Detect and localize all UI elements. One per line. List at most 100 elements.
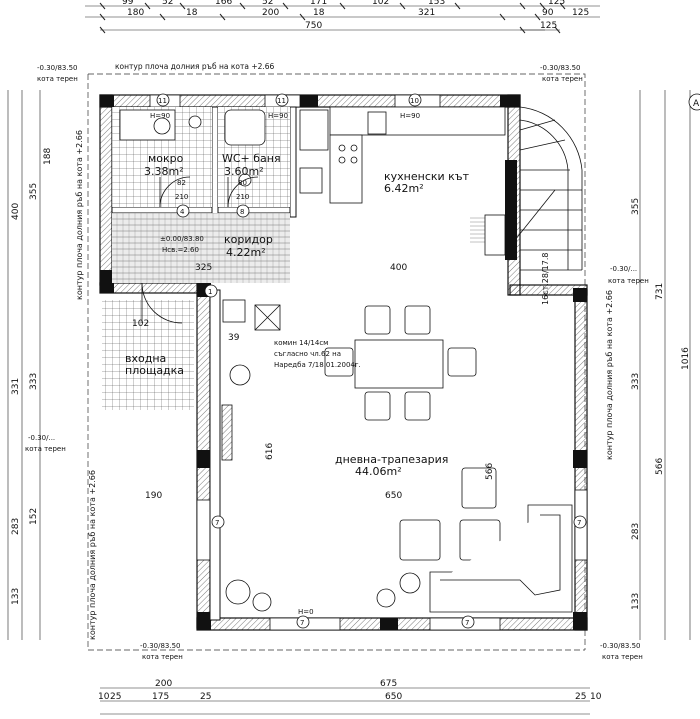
dim-bottom2-0: 10 <box>98 692 110 702</box>
inner-dim-1: 400 <box>390 263 407 273</box>
right-dim-values: 355 333 1016 283 133 566 731 <box>631 198 691 610</box>
terrain-value-bl: -0.30/83.50 <box>140 642 181 650</box>
inner-dim-0: 325 <box>195 263 212 273</box>
height-labels: H=90 H=90 H=90 H=0 <box>150 112 420 616</box>
dim-top1-2: 166 <box>215 0 232 7</box>
door-tag-7c: 7 <box>465 619 469 627</box>
inner-dims: 325 400 616 566 650 190 39 102 <box>132 263 495 501</box>
dim-top1-1: 52 <box>162 0 173 7</box>
dim-top2-3: 18 <box>313 8 325 18</box>
dim-top4: 125 <box>540 21 557 31</box>
door-tag-11a: 11 <box>158 97 167 105</box>
door-tag-1: 1 <box>208 288 212 296</box>
corridor-floor <box>112 213 290 283</box>
door-tag-4-w: 82 <box>177 179 186 187</box>
chimney <box>221 299 281 461</box>
terrain-label-br: кота терен <box>602 653 643 661</box>
dim-top2-1: 18 <box>186 8 198 18</box>
dim-top2-4: 321 <box>418 8 435 18</box>
room-bath-area: 3.38m² <box>144 165 184 178</box>
terrain-value-tl: -0.30/83.50 <box>37 64 78 72</box>
door-tag-4-h: 210 <box>175 193 188 201</box>
axis-a: A <box>693 99 700 109</box>
left-dimensions <box>7 90 41 640</box>
corridor-hsv: Нсв.=2.60 <box>162 246 199 254</box>
inner-dim-5: 190 <box>145 491 162 501</box>
chimney-note-3: Наредба 7/18.01.2004г. <box>274 361 361 369</box>
dim-bottom2-5: 25 <box>575 692 586 702</box>
staircase <box>514 106 583 271</box>
door-tag-8: 8 <box>240 208 244 216</box>
dim-right-3: 283 <box>631 523 641 540</box>
dim-top1-3: 52 <box>262 0 273 7</box>
h-label-2: H=90 <box>400 112 420 120</box>
dim-right-6: 731 <box>655 283 665 300</box>
entrance-floor <box>102 300 194 410</box>
top-dim-values: 99 52 166 52 171 102 153 125 180 18 200 … <box>122 0 589 31</box>
room-bath-name: мокро <box>148 152 184 165</box>
wall-columns <box>100 95 587 630</box>
chimney-note-1: комин 14/14см <box>274 339 328 347</box>
dim-right-0: 355 <box>631 198 641 215</box>
axis-markers: A <box>688 93 700 111</box>
dim-top1-0: 99 <box>122 0 134 7</box>
dim-bottom2-6: 10 <box>590 692 602 702</box>
dim-top1-4: 171 <box>310 0 327 7</box>
door-tag-8-w: 80 <box>238 179 247 187</box>
dim-bottom2-2: 175 <box>152 692 169 702</box>
dim-top1-7: 125 <box>548 0 565 7</box>
right-dimensions <box>639 90 691 640</box>
dim-bottom2-3: 25 <box>200 692 211 702</box>
dim-top3: 750 <box>305 21 322 31</box>
dim-bottom1-1: 675 <box>380 679 397 689</box>
dim-bottom1-0: 200 <box>155 679 172 689</box>
dim-right-5: 566 <box>655 458 665 475</box>
room-wc-area: 3.60m² <box>224 165 264 178</box>
dim-bottom2-1: 25 <box>110 692 121 702</box>
contour-note-left2: контур плоча долния ръб на кота +2.66 <box>88 470 97 640</box>
door-tag-10: 10 <box>410 97 419 105</box>
dim-top1-6: 153 <box>428 0 445 7</box>
bottom-dim-values: 200 675 10 25 175 25 650 25 10 <box>98 679 602 702</box>
dim-left-4: 333 <box>29 373 39 390</box>
terrain-label-right: кота терен <box>608 277 649 285</box>
dim-left-3: 331 <box>11 378 21 395</box>
dim-right-2: 1016 <box>681 347 691 370</box>
h-label-0: H=90 <box>150 112 170 120</box>
terrain-label-bl: кота терен <box>142 653 183 661</box>
inner-dim-7: 102 <box>132 319 149 329</box>
dim-top2-0: 180 <box>127 8 144 18</box>
dim-left-6: 152 <box>29 508 39 525</box>
stairs-note: 16ст.28/17.8 <box>541 253 550 305</box>
h-label-3: H=0 <box>298 608 314 616</box>
dim-bottom2-4: 650 <box>385 692 402 702</box>
inner-dim-6: 39 <box>228 333 240 343</box>
dim-top2-5: 90 <box>542 8 554 18</box>
h-label-1: H=90 <box>268 112 288 120</box>
living-furniture <box>225 467 573 613</box>
room-entrance-name1: входна <box>125 352 166 365</box>
bottom-dimensions <box>100 687 590 715</box>
room-kitchen-area: 6.42m² <box>384 182 424 195</box>
windows <box>149 94 588 631</box>
bath-fixtures <box>119 109 329 194</box>
dim-left-2: 188 <box>43 148 53 165</box>
kitchen-counters <box>329 106 506 256</box>
room-wc-name: WC+ баня <box>222 152 281 165</box>
contour-note-top: контур плоча долния ръб на кота +2.66 <box>115 62 275 71</box>
door-tag-11b: 11 <box>277 97 286 105</box>
room-corridor-name: коридор <box>224 233 273 246</box>
dining-set <box>324 305 477 421</box>
doors <box>141 176 259 324</box>
chimney-note-2: съгласно чл.62 на <box>274 350 341 358</box>
contour-note-right: контур плоча долния ръб на кота +2.66 <box>605 290 614 460</box>
room-corridor-area: 4.22m² <box>226 246 266 259</box>
dim-left-7: 133 <box>11 588 21 605</box>
room-kitchen-name: кухненски кът <box>384 170 470 183</box>
door-tag-7b: 7 <box>300 619 304 627</box>
terrain-value-left: -0.30/... <box>28 434 55 442</box>
chimney-note: комин 14/14см съгласно чл.62 на Наредба … <box>274 339 361 369</box>
dim-left-1: 355 <box>29 183 39 200</box>
dim-left-5: 283 <box>11 518 21 535</box>
